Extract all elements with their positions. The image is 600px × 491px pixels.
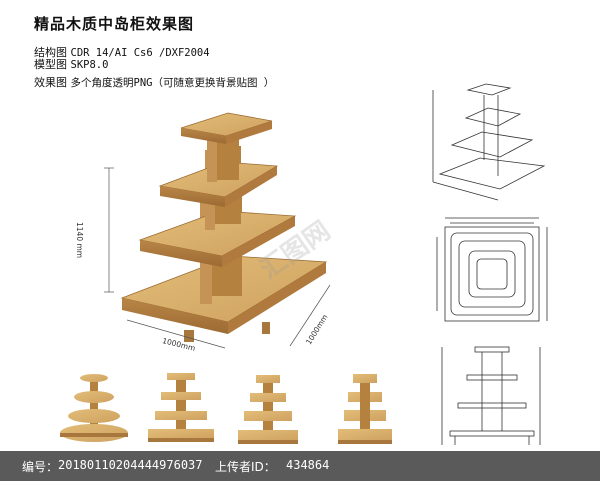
- uploader-value: 434864: [286, 458, 330, 472]
- angle-render-4: [338, 374, 392, 444]
- id-label: 编号：: [22, 460, 59, 474]
- spec-label: 效果图: [34, 76, 67, 89]
- wireframe-front-view: [441, 346, 541, 445]
- id-value: 20180110204444976037: [58, 458, 203, 472]
- height-dimension-label: 1140 mm: [75, 222, 84, 259]
- spec-label: 模型图: [34, 58, 67, 71]
- footer-bar: 编号： 20180110204444976037 上传者ID： 434864: [0, 451, 600, 481]
- tier-top: [180, 112, 273, 182]
- uploader-label: 上传者ID：: [215, 460, 276, 474]
- spec-value: 多个角度透明PNG（可随意更换背景贴图 ）: [70, 77, 275, 89]
- spec-label: 结构图: [34, 46, 67, 59]
- technical-drawings: [432, 83, 548, 445]
- angle-render-3: [238, 375, 298, 444]
- dimension-lines: [104, 167, 331, 349]
- main-product-render: [104, 112, 331, 349]
- angle-render-1: [60, 374, 128, 442]
- angle-render-2: [148, 373, 214, 442]
- spec-value: SKP8.0: [70, 59, 109, 71]
- spec-row-structure: 结构图 CDR 14/AI Cs6 /DXF2004: [34, 46, 210, 60]
- page-title: 精品木质中岛柜效果图: [34, 15, 195, 33]
- spec-value: CDR 14/AI Cs6 /DXF2004: [70, 47, 210, 59]
- spec-row-model: 模型图 SKP8.0: [34, 58, 109, 72]
- wireframe-perspective: [432, 83, 546, 201]
- wireframe-top-view: [436, 217, 548, 322]
- tier-third: [138, 196, 297, 304]
- spec-row-render: 效果图 多个角度透明PNG（可随意更换背景贴图 ）: [34, 76, 275, 90]
